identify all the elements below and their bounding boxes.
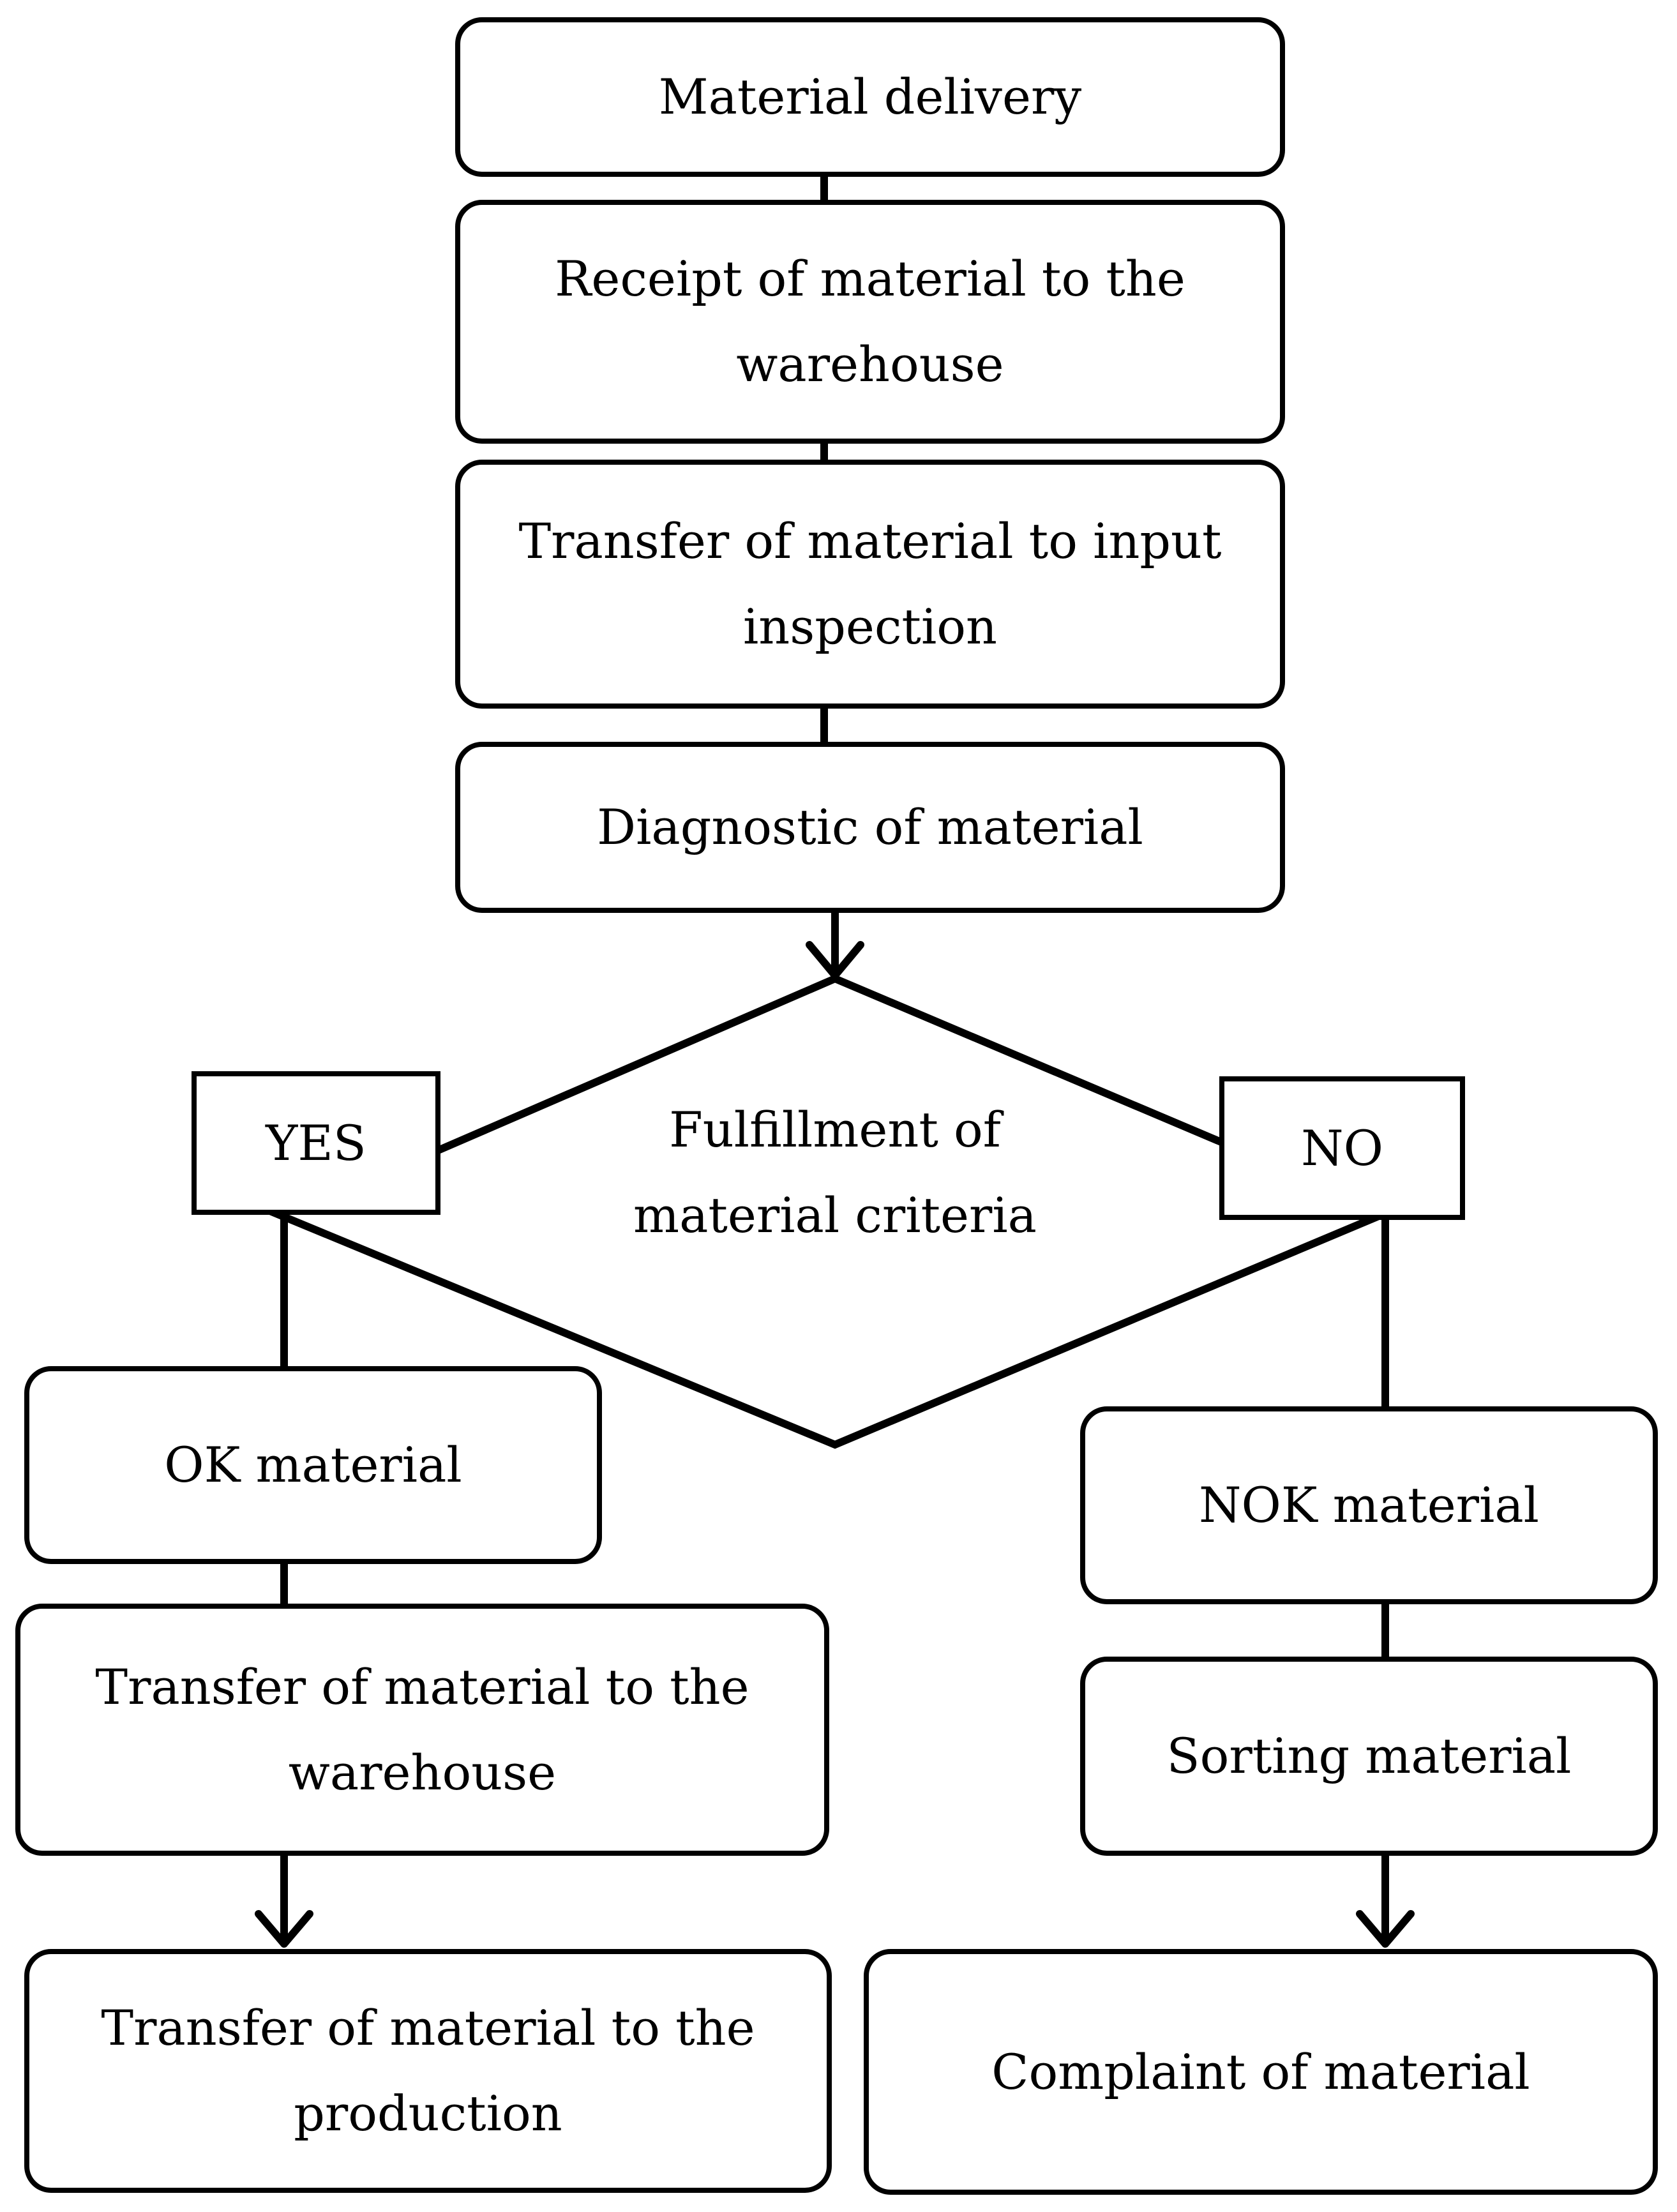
node-transfer-warehouse-label: Transfer of material to the warehouse — [95, 1658, 749, 1801]
node-no-label: NO — [1301, 1119, 1383, 1177]
decision-label: Fulfillment of material criteria — [633, 1101, 1037, 1244]
arrowhead-down-icon — [806, 941, 864, 979]
node-diagnostic-label: Diagnostic of material — [597, 799, 1143, 855]
node-yes-label: YES — [266, 1114, 366, 1171]
node-transfer-production-label: Transfer of material to the production — [101, 1999, 755, 2142]
node-material-delivery-label: Material delivery — [658, 68, 1082, 125]
node-transfer-production: Transfer of material to the production — [24, 1949, 832, 2193]
node-complaint-material-label: Complaint of material — [991, 2043, 1530, 2100]
node-transfer-inspection: Transfer of material to input inspection — [455, 460, 1285, 709]
arrowhead-down-icon — [255, 1910, 313, 1948]
node-receipt-warehouse: Receipt of material to the warehouse — [455, 200, 1285, 444]
arrowhead-down-icon — [1356, 1910, 1415, 1948]
node-diagnostic: Diagnostic of material — [455, 742, 1285, 913]
node-ok-material: OK material — [24, 1366, 602, 1564]
node-no: NO — [1219, 1076, 1465, 1220]
node-nok-material: NOK material — [1080, 1406, 1658, 1604]
node-receipt-warehouse-label: Receipt of material to the warehouse — [555, 250, 1185, 393]
node-sorting-material: Sorting material — [1080, 1657, 1658, 1856]
node-material-delivery: Material delivery — [455, 17, 1285, 177]
node-yes: YES — [192, 1071, 440, 1215]
node-transfer-inspection-label: Transfer of material to input inspection — [518, 513, 1222, 655]
node-transfer-warehouse: Transfer of material to the warehouse — [15, 1604, 829, 1856]
node-complaint-material: Complaint of material — [864, 1949, 1658, 2195]
node-sorting-material-label: Sorting material — [1166, 1727, 1572, 1784]
node-ok-material-label: OK material — [164, 1436, 462, 1493]
node-nok-material-label: NOK material — [1199, 1477, 1539, 1533]
